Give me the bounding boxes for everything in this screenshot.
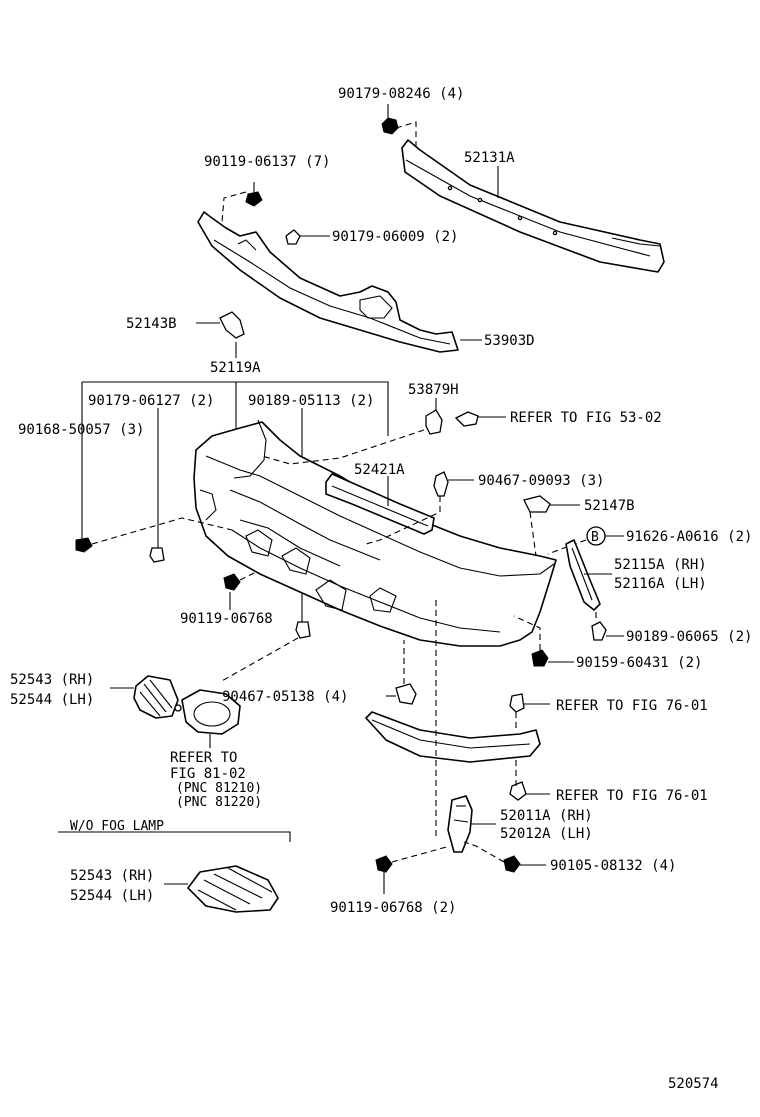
label-clip-09093: 90467-09093 (3) bbox=[478, 473, 604, 489]
label-refer-76-01-b: REFER TO FIG 76-01 bbox=[556, 788, 708, 804]
label-arm-lh: 52012A (LH) bbox=[500, 826, 593, 842]
fog-lamp-cover bbox=[133, 675, 179, 719]
fastener-53-02-icon bbox=[454, 411, 479, 427]
bumper-bracket bbox=[197, 211, 459, 353]
label-bolt-06768-2: 90119-06768 (2) bbox=[330, 900, 456, 916]
label-cover2-lh: 52544 (LH) bbox=[70, 888, 154, 904]
label-clip-05113: 90189-05113 (2) bbox=[248, 393, 374, 409]
bolt-06768-2-icon bbox=[375, 855, 393, 873]
fastener-76-01-b-icon bbox=[509, 781, 527, 801]
fastener-76-01-a-icon bbox=[509, 693, 525, 713]
label-refer-53-02: REFER TO FIG 53-02 bbox=[510, 410, 662, 426]
label-stay-lh: 52116A (LH) bbox=[614, 576, 707, 592]
retainer-52147-icon bbox=[523, 495, 551, 513]
bolt-top-icon bbox=[381, 117, 399, 135]
label-retainer-52143: 52143B bbox=[126, 316, 177, 332]
label-absorber-52421: 52421A bbox=[354, 462, 405, 478]
nut-06127-icon bbox=[149, 547, 165, 563]
lower-spoiler bbox=[365, 711, 541, 763]
bolt-06137-icon bbox=[245, 182, 263, 207]
callout-b-letter: B bbox=[591, 530, 599, 545]
label-nut-2: 90179-06009 (2) bbox=[332, 229, 458, 245]
nut-06065-icon bbox=[591, 621, 607, 641]
label-bolt-60431: 90159-60431 (2) bbox=[576, 655, 702, 671]
label-cover-rh: 52543 (RH) bbox=[10, 672, 94, 688]
fog-lamp-cover-alt bbox=[187, 865, 279, 913]
bumper-reinforcement bbox=[401, 139, 665, 273]
label-fig-81-02: FIG 81-02 bbox=[170, 766, 246, 782]
label-stay-rh: 52115A (RH) bbox=[614, 557, 707, 573]
label-part-53879: 53879H bbox=[408, 382, 459, 398]
clip-53879-icon bbox=[425, 409, 443, 435]
nut-06009-icon bbox=[285, 229, 301, 245]
label-screw-50057: 90168-50057 (3) bbox=[18, 422, 144, 438]
label-bolt-7: 90119-06137 (7) bbox=[204, 154, 330, 170]
label-reinforcement: 52131A bbox=[464, 150, 515, 166]
label-clip-05138: 90467-05138 (4) bbox=[222, 689, 348, 705]
label-cover-lh: 52544 (LH) bbox=[10, 692, 94, 708]
label-cover2-rh: 52543 (RH) bbox=[70, 868, 154, 884]
label-wo-fog-lamp: W/O FOG LAMP bbox=[70, 819, 164, 834]
bumper-stay bbox=[565, 539, 601, 611]
label-pnc-81220: (PNC 81220) bbox=[176, 795, 262, 810]
energy-absorber bbox=[325, 473, 435, 535]
label-bolt-top: 90179-08246 (4) bbox=[338, 86, 464, 102]
bumper-arm bbox=[447, 795, 473, 853]
clip-05113-icon bbox=[295, 621, 311, 639]
label-bracket-53903: 53903D bbox=[484, 333, 535, 349]
label-refer-76-01-a: REFER TO FIG 76-01 bbox=[556, 698, 708, 714]
label-nut-06127: 90179-06127 (2) bbox=[88, 393, 214, 409]
label-bolt-06768: 90119-06768 bbox=[180, 611, 273, 627]
clip-05138-icon bbox=[395, 683, 417, 705]
fog-lamp bbox=[174, 689, 241, 735]
label-part-52147: 52147B bbox=[584, 498, 635, 514]
clip-09093-icon bbox=[433, 471, 449, 497]
label-refer-to: REFER TO bbox=[170, 750, 237, 766]
bumper-cover bbox=[193, 419, 557, 647]
label-clip-a0616: 91626-A0616 (2) bbox=[626, 529, 752, 545]
bolt-06768-icon bbox=[223, 573, 241, 591]
label-bolt-08132: 90105-08132 (4) bbox=[550, 858, 676, 874]
label-part-52119: 52119A bbox=[210, 360, 261, 376]
retainer-52143-icon bbox=[219, 311, 245, 339]
diagram-number: 520574 bbox=[668, 1076, 719, 1092]
callout-b-icon: B bbox=[586, 526, 606, 546]
label-pnc-81210: (PNC 81210) bbox=[176, 781, 262, 796]
screw-50057-icon bbox=[75, 537, 93, 553]
label-arm-rh: 52011A (RH) bbox=[500, 808, 593, 824]
bolt-60431-icon bbox=[531, 649, 549, 667]
label-nut-06065: 90189-06065 (2) bbox=[626, 629, 752, 645]
bolt-08132-icon bbox=[503, 855, 521, 873]
